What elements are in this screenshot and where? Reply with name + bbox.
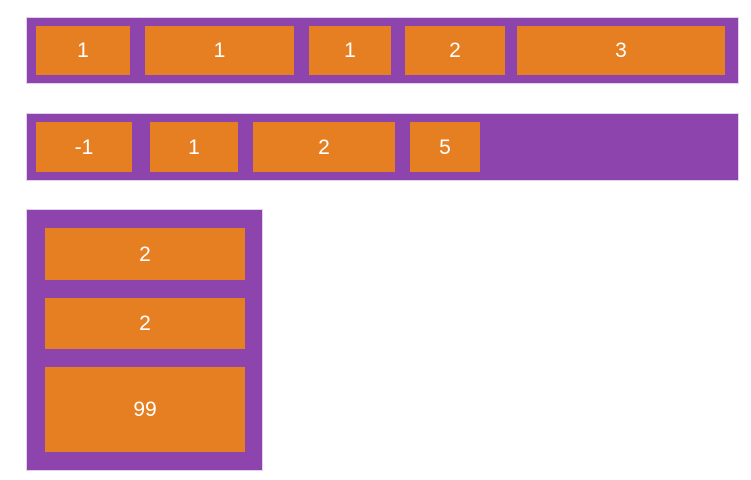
flex-item: 2 [405, 26, 505, 75]
flex-column-container: 2 2 99 [26, 209, 263, 471]
flex-item: 2 [45, 228, 245, 280]
flex-item: 5 [410, 122, 480, 172]
flex-item: 2 [253, 122, 395, 172]
flex-item: -1 [36, 122, 132, 172]
flex-row-container-2: -1 1 2 5 [26, 113, 739, 181]
flex-item: 1 [309, 26, 391, 75]
flex-item: 99 [45, 367, 245, 452]
flex-item: 3 [517, 26, 725, 75]
flex-row-container-1: 1 1 1 2 3 [26, 17, 739, 84]
flex-item: 1 [36, 26, 130, 75]
flex-item: 2 [45, 298, 245, 349]
flex-item: 1 [150, 122, 238, 172]
flex-item: 1 [145, 26, 294, 75]
